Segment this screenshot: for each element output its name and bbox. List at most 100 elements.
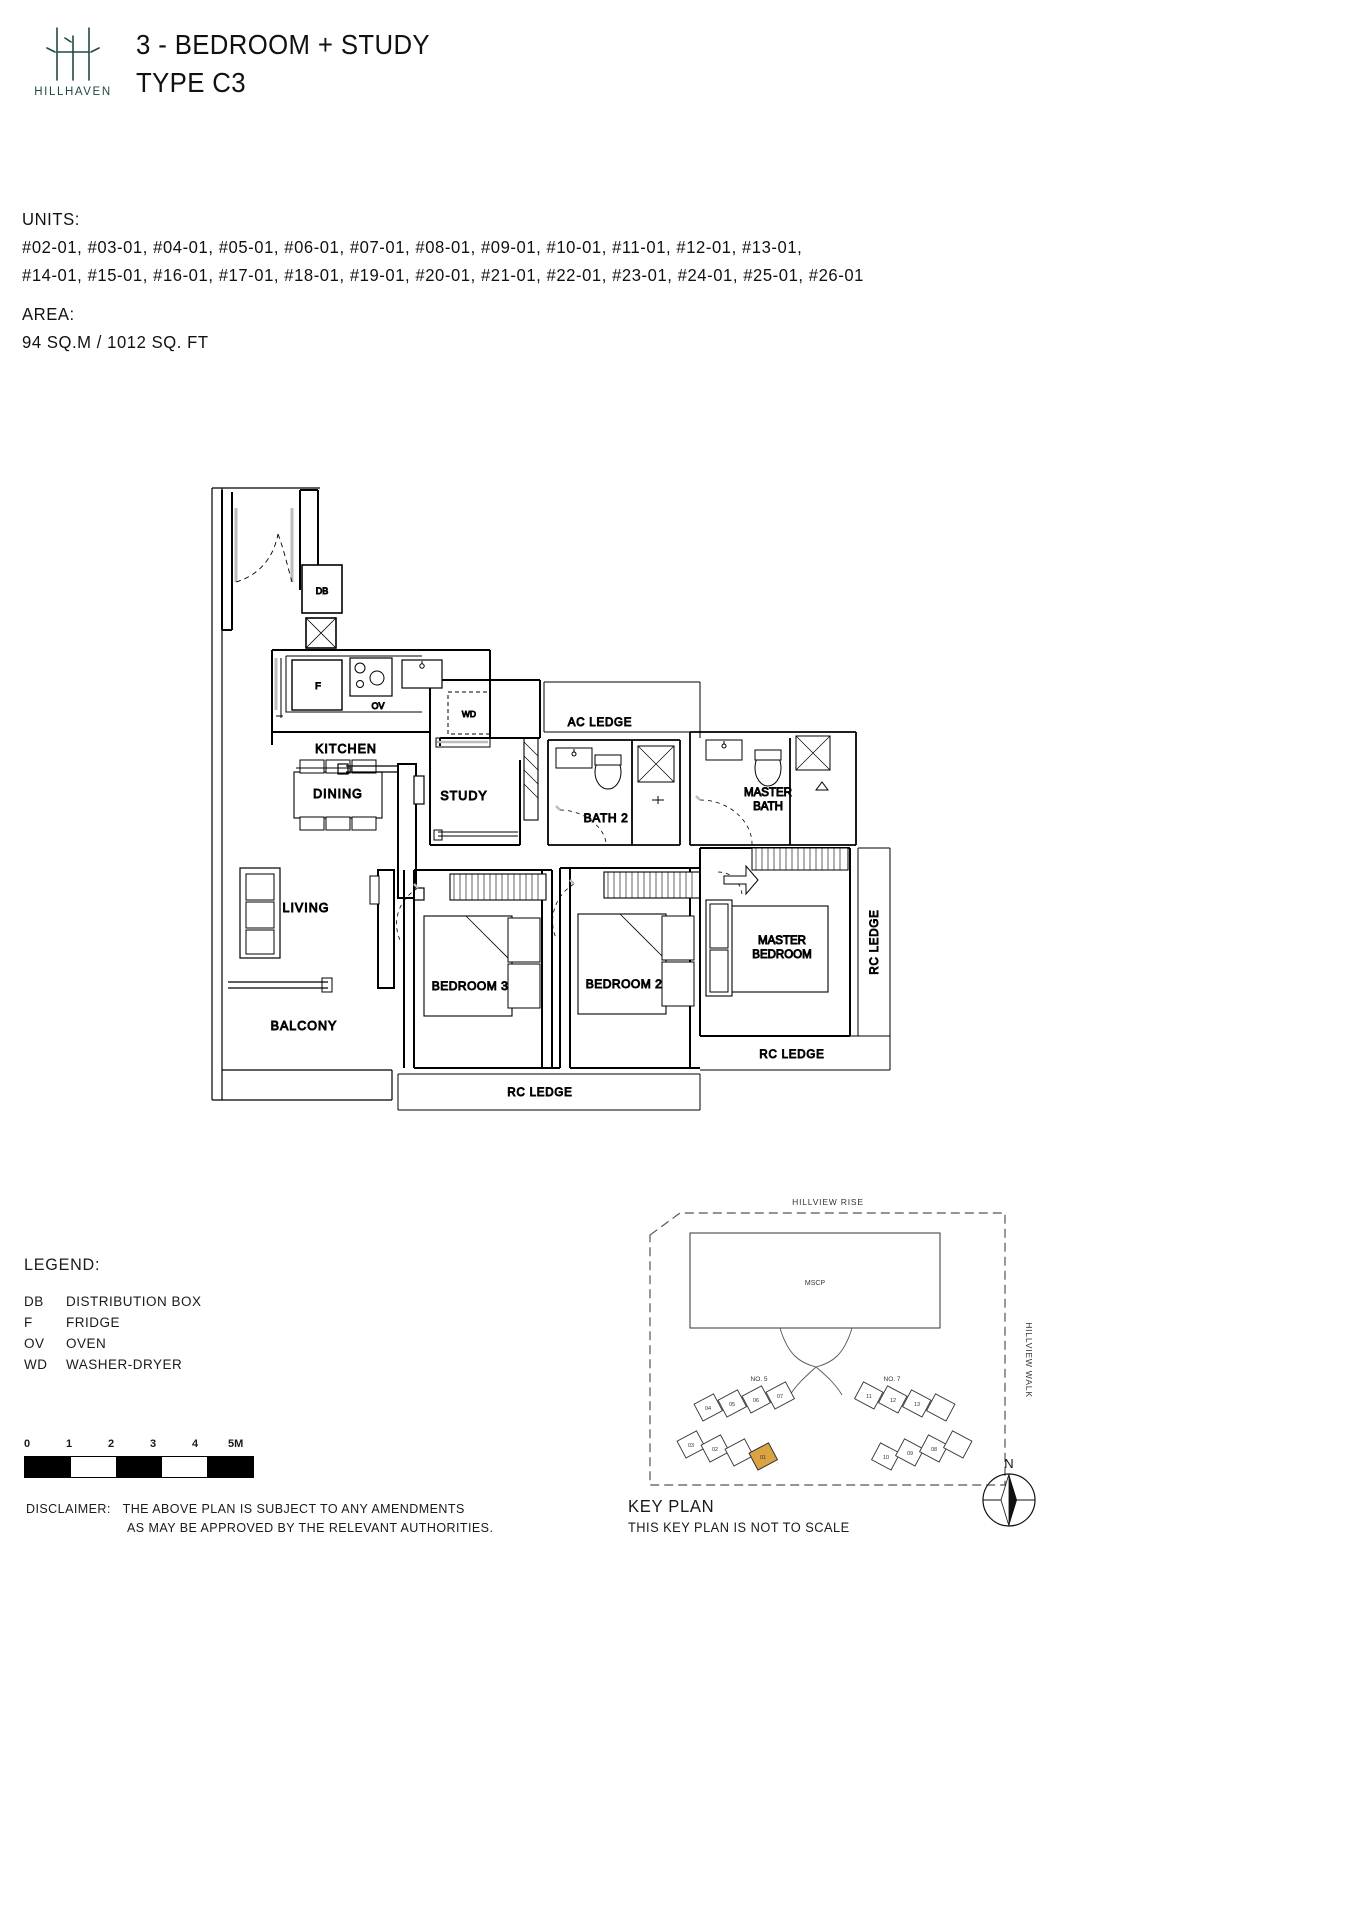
room-label-balcony: BALCONY xyxy=(271,1019,338,1033)
kp-unit-01: 01 xyxy=(760,1455,766,1461)
scale-seg-1 xyxy=(25,1457,71,1477)
db-closet xyxy=(301,564,343,649)
units-line-2: #14-01, #15-01, #16-01, #17-01, #18-01, … xyxy=(22,265,864,285)
legend-abbr-wd: WD xyxy=(24,1357,48,1372)
street-label-hillview-walk: HILLVIEW WALK xyxy=(1024,1322,1034,1398)
study-walls xyxy=(429,650,541,846)
legend-item-oven: OV OVEN xyxy=(24,1333,202,1354)
scale-tick-4: 4 xyxy=(192,1438,199,1450)
area-value: 94 SQ.M / 1012 SQ. FT xyxy=(22,332,209,352)
room-label-kitchen: KITCHEN xyxy=(315,742,377,756)
scale-seg-5 xyxy=(207,1457,253,1477)
bath2-walls xyxy=(547,739,681,846)
kp-unit-05: 05 xyxy=(729,1402,735,1408)
room-label-master-bedroom-1: MASTER xyxy=(758,935,806,947)
block-left-label: NO. 5 xyxy=(751,1376,768,1383)
bedroom2-furniture xyxy=(552,871,701,1015)
units-block: UNITS: #02-01, #03-01, #04-01, #05-01, #… xyxy=(22,205,908,289)
key-plan-caption: KEY PLAN THIS KEY PLAN IS NOT TO SCALE xyxy=(628,1496,861,1535)
legend-desc-fridge: FRIDGE xyxy=(66,1315,121,1330)
kitchen-counter xyxy=(274,655,443,718)
disclaimer: DISCLAIMER: THE ABOVE PLAN IS SUBJECT TO… xyxy=(26,1500,493,1538)
highlighted-unit-01 xyxy=(748,1442,779,1471)
legend-abbr-oven: OV xyxy=(24,1336,45,1351)
kp-unit-03: 03 xyxy=(688,1443,694,1449)
fridge-marker: F xyxy=(315,681,321,692)
title-line-2: TYPE C3 xyxy=(136,67,246,98)
disclaimer-label: DISCLAIMER: xyxy=(26,1502,111,1516)
driveway xyxy=(779,1327,853,1396)
site-boundary xyxy=(649,1212,1006,1486)
room-label-master-bath-1: MASTER xyxy=(744,787,792,799)
room-label-study: STUDY xyxy=(440,789,487,803)
kp-unit-04: 04 xyxy=(705,1406,711,1412)
scale-seg-3 xyxy=(116,1457,162,1477)
living-area xyxy=(228,867,395,993)
legend-title: LEGEND: xyxy=(24,1255,101,1274)
legend: LEGEND: DB DISTRIBUTION BOX F FRIDGE OV … xyxy=(24,1255,202,1375)
kp-unit-08: 08 xyxy=(931,1447,937,1453)
room-label-rc-ledge-bottom: RC LEDGE xyxy=(507,1087,572,1099)
header: HILLHAVEN 3 - BEDROOM + STUDY TYPE C3 xyxy=(0,0,1362,150)
scale-tick-0: 0 xyxy=(24,1438,31,1450)
legend-item-db: DB DISTRIBUTION BOX xyxy=(24,1291,202,1312)
room-label-rc-ledge-right: RC LEDGE xyxy=(759,1049,824,1061)
room-label-bath2: BATH 2 xyxy=(584,811,629,825)
brand-logo: HILLHAVEN xyxy=(30,22,116,108)
legend-item-wd: WD WASHER-DRYER xyxy=(24,1354,202,1375)
room-label-ac-ledge: AC LEDGE xyxy=(568,717,633,729)
kp-unit-13: 13 xyxy=(914,1402,920,1408)
scale-tick-3: 3 xyxy=(150,1438,157,1450)
key-plan-title: KEY PLAN xyxy=(628,1496,715,1516)
key-plan-diagram: MSCP NO. 5 04 05 06 07 03 02 01 NO. 7 11… xyxy=(649,1197,1034,1486)
scale-tick-5: 5M xyxy=(228,1438,244,1450)
scale-seg-4 xyxy=(161,1457,208,1477)
master-bath-fixtures xyxy=(695,735,831,845)
bedroom3-walls xyxy=(403,869,560,1069)
room-label-dining: DINING xyxy=(313,787,363,801)
rc-ledge-outlines xyxy=(397,847,891,1111)
legend-desc-wd: WASHER-DRYER xyxy=(66,1357,183,1372)
kp-unit-10: 10 xyxy=(883,1455,889,1461)
kp-unit-02: 02 xyxy=(712,1447,718,1453)
disclaimer-text-1: THE ABOVE PLAN IS SUBJECT TO ANY AMENDME… xyxy=(122,1502,465,1516)
mscp-label: MSCP xyxy=(805,1280,826,1287)
study-joinery xyxy=(433,737,539,841)
dining-partition xyxy=(337,763,425,901)
room-label-bedroom2: BEDROOM 2 xyxy=(586,977,663,991)
legend-desc-oven: OVEN xyxy=(66,1336,107,1351)
street-label-hillview-rise: HILLVIEW RISE xyxy=(792,1197,864,1207)
brand-name: HILLHAVEN xyxy=(34,86,112,98)
scale-bar: 0 1 2 3 4 5M xyxy=(24,1438,254,1478)
master-bedroom-furniture xyxy=(705,847,849,997)
entry-area xyxy=(221,489,319,631)
scale-tick-labels: 0 1 2 3 4 5M xyxy=(24,1438,254,1454)
block-right-label: NO. 7 xyxy=(884,1376,901,1383)
scale-tick-1: 1 xyxy=(66,1438,73,1450)
floor-plan-drawing: DB xyxy=(211,487,891,1111)
db-marker: DB xyxy=(316,586,329,596)
scale-seg-2 xyxy=(70,1457,117,1477)
area-block: AREA: 94 SQ.M / 1012 SQ. FT xyxy=(22,300,218,356)
master-bath-walls xyxy=(689,731,857,846)
compass-north-label: N xyxy=(1004,1456,1013,1471)
legend-abbr-db: DB xyxy=(24,1294,44,1309)
bedroom3-furniture xyxy=(396,873,547,1017)
room-label-rc-ledge-vertical: RC LEDGE xyxy=(869,909,881,974)
bedroom2-walls xyxy=(559,867,701,1069)
kp-unit-12: 12 xyxy=(890,1398,896,1404)
legend-item-fridge: F FRIDGE xyxy=(24,1312,202,1333)
kp-unit-07: 07 xyxy=(777,1394,783,1400)
oven-marker: OV xyxy=(371,701,384,711)
room-label-master-bath-2: BATH xyxy=(753,801,783,813)
ac-ledge-area xyxy=(543,681,701,738)
kp-unit-11: 11 xyxy=(866,1394,872,1400)
compass-rose-icon: N xyxy=(982,1456,1036,1527)
scale-graphic xyxy=(24,1456,254,1478)
mscp-block xyxy=(689,1232,941,1329)
scale-tick-2: 2 xyxy=(108,1438,115,1450)
units-line-1: #02-01, #03-01, #04-01, #05-01, #06-01, … xyxy=(22,237,803,257)
page-title: 3 - BEDROOM + STUDY TYPE C3 xyxy=(136,26,456,102)
kp-unit-06: 06 xyxy=(753,1398,759,1404)
bath2-fixtures xyxy=(555,745,675,845)
